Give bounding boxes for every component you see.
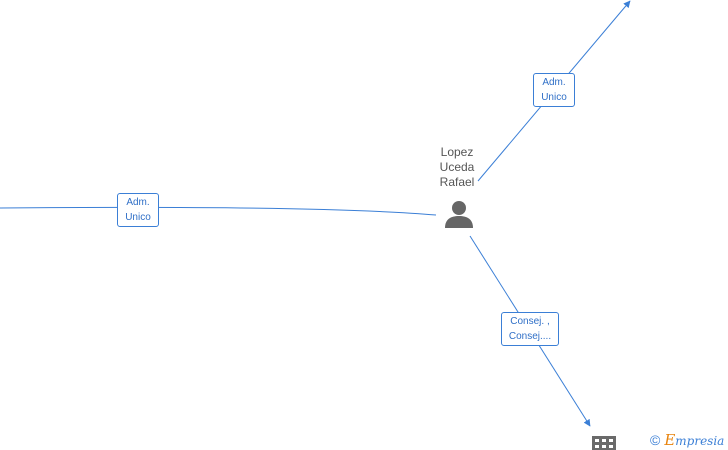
person-name-line: Uceda bbox=[439, 160, 475, 174]
company-icon[interactable] bbox=[591, 434, 617, 450]
brand-name: Empresia bbox=[664, 431, 724, 449]
edge-label-upper-right[interactable]: Adm. Unico bbox=[533, 73, 575, 107]
edge-label-line: Unico bbox=[541, 92, 567, 103]
person-name[interactable]: Lopez Uceda Rafael bbox=[428, 145, 486, 190]
brand-initial: E bbox=[664, 431, 676, 449]
edge-label-line: Consej.... bbox=[508, 331, 552, 342]
person-icon[interactable] bbox=[444, 199, 474, 229]
edge-left[interactable] bbox=[0, 206, 437, 216]
person-name-line: Rafael bbox=[439, 175, 475, 189]
brand-rest: mpresia bbox=[675, 434, 725, 448]
edge-label-left[interactable]: Adm. Unico bbox=[117, 193, 159, 227]
person-name-line: Lopez bbox=[440, 145, 474, 159]
empresia-watermark: © Empresia bbox=[650, 430, 724, 450]
edge-label-line: Consej. , bbox=[510, 316, 550, 327]
edge-label-line: Adm. bbox=[542, 77, 566, 88]
edge-label-lower-right[interactable]: Consej. , Consej.... bbox=[501, 312, 559, 346]
edge-label-line: Unico bbox=[125, 212, 151, 223]
edge-label-line: Adm. bbox=[126, 197, 150, 208]
copyright-icon: © bbox=[650, 432, 661, 448]
